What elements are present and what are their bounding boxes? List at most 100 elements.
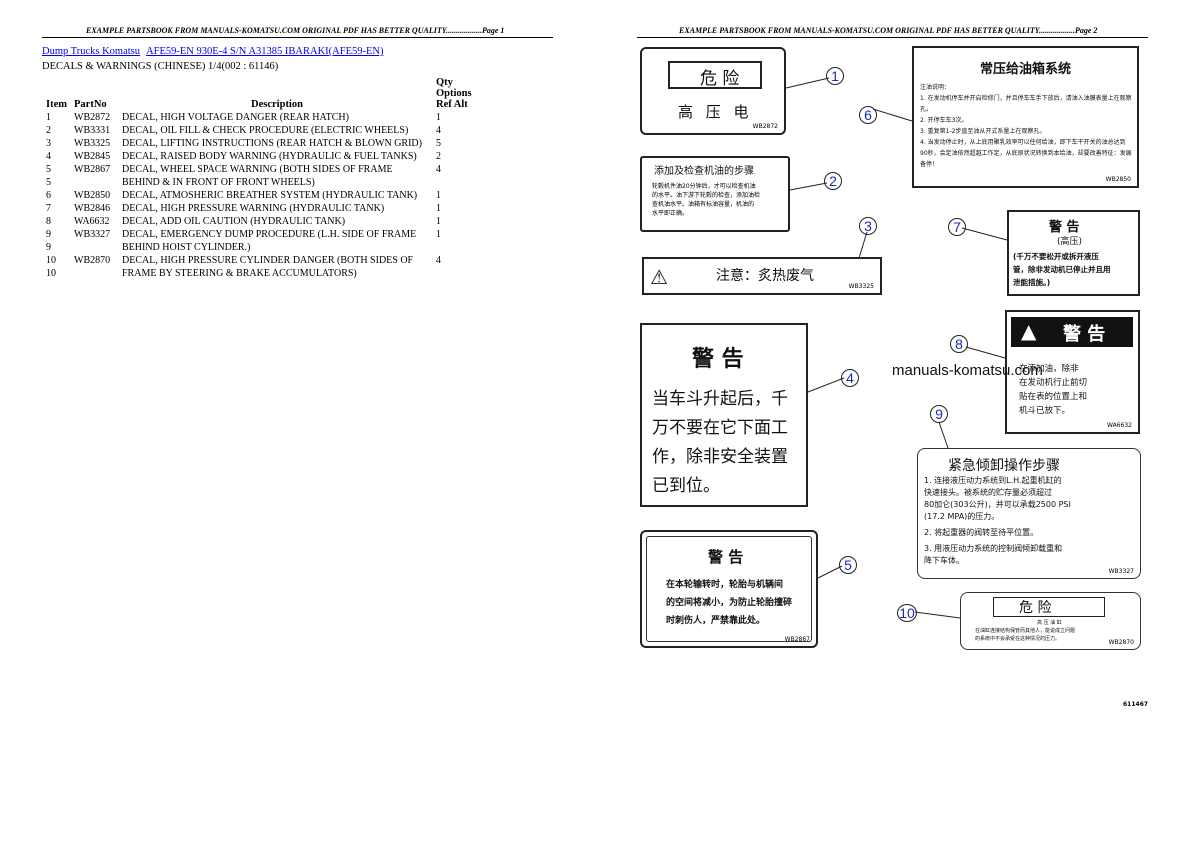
callout-9: 9 bbox=[930, 405, 948, 423]
decal-9-code: WB3327 bbox=[1108, 568, 1134, 575]
cell-item: 1 bbox=[46, 111, 51, 123]
page-header: EXAMPLE PARTSBOOK FROM MANUALS-KOMATSU.C… bbox=[679, 26, 1098, 35]
decal-7-sub: (高压) bbox=[1057, 237, 1083, 247]
callout-1: 1 bbox=[826, 67, 844, 85]
decal-5-code: WB2867 bbox=[784, 636, 810, 643]
decal-5-title: 警 告 bbox=[708, 548, 744, 566]
decal-9-emergency-dump: 紧急倾卸操作步骤 1. 连接液压动力系统到L.H.起重机缸的 快速接头。被系统的… bbox=[917, 448, 1141, 579]
table-row: 9 BEHIND HOIST CYLINDER.) bbox=[44, 241, 474, 254]
decal-6-title: 常压给油箱系统 bbox=[980, 62, 1072, 77]
cell-description: DECAL, WHEEL SPACE WARNING (BOTH SIDES O… bbox=[122, 163, 393, 175]
decal-8-code: WA6632 bbox=[1107, 422, 1132, 429]
callout-3: 3 bbox=[859, 217, 877, 235]
decal-10-code: WB2870 bbox=[1108, 639, 1134, 646]
decal-1-title: 危 险 bbox=[700, 69, 740, 89]
decal-3-code: WB3325 bbox=[848, 283, 874, 290]
cell-qty: 1 bbox=[436, 215, 441, 227]
decal-10-pressure-cylinder: 危 险 高 压 油 缸 在油缸连接结构保管而其他人，能说成立问题 的系统中不会承… bbox=[960, 592, 1141, 650]
header-qty: Qty Options Ref Alt bbox=[436, 77, 472, 110]
header-item: Item bbox=[46, 99, 67, 110]
decal-2-title: 添加及检查机油的步骤 bbox=[654, 166, 754, 177]
cell-qty: 2 bbox=[436, 150, 441, 162]
cell-partno bbox=[72, 176, 120, 189]
cell-partno: WB3327 bbox=[74, 228, 111, 240]
cell-qty bbox=[434, 241, 474, 254]
table-header-row: Item PartNo Description Qty Options Ref … bbox=[44, 76, 474, 111]
cell-qty: 4 bbox=[436, 163, 441, 175]
decal-8-title: 警 告 bbox=[1063, 324, 1106, 345]
page-1: EXAMPLE PARTSBOOK FROM MANUALS-KOMATSU.C… bbox=[42, 26, 553, 280]
cell-item: 5 bbox=[46, 176, 51, 188]
cell-item: 3 bbox=[46, 137, 51, 149]
decal-4-title: 警 告 bbox=[692, 347, 744, 372]
cell-qty: 1 bbox=[436, 189, 441, 201]
cell-partno: WB2850 bbox=[74, 189, 111, 201]
breadcrumb: Dump Trucks Komatsu AFE59-EN 930E-4 S/N … bbox=[42, 46, 387, 57]
cell-qty: 1 bbox=[436, 202, 441, 214]
cell-qty bbox=[434, 267, 474, 280]
decal-7-high-pressure: 警 告 (高压) (千万不要松开或拆开液压 管，除非发动机已停止并且用 泄能措施… bbox=[1007, 210, 1140, 296]
callout-5: 5 bbox=[839, 556, 857, 574]
decal-7-title: 警 告 bbox=[1049, 220, 1080, 235]
decal-5-wheel-space: 警 告 在本轮输转时，轮胎与机辆间 的空间将减小，为防止轮胎撞碎 时刺伤人，严禁… bbox=[640, 530, 818, 648]
cell-item: 7 bbox=[46, 202, 51, 214]
decal-6-lines: 注油说明： 1. 在发动机停车并开启检修门，并且停车车手下放后，请油入油膜表量上… bbox=[920, 84, 1132, 168]
decal-2-oil-fill: 添加及检查机油的步骤 轮毂机件油20分钟后，才可以检查机油 的水平。油下游下轮毂… bbox=[640, 156, 790, 232]
decal-9-title: 紧急倾卸操作步骤 bbox=[948, 458, 1060, 474]
page-2: EXAMPLE PARTSBOOK FROM MANUALS-KOMATSU.C… bbox=[595, 0, 1190, 842]
link-model-serial[interactable]: AFE59-EN 930E-4 S/N A31385 IBARAKI(AFE59… bbox=[146, 46, 384, 57]
link-dump-trucks-komatsu[interactable]: Dump Trucks Komatsu bbox=[42, 46, 141, 57]
page-header: EXAMPLE PARTSBOOK FROM MANUALS-KOMATSU.C… bbox=[86, 26, 505, 35]
cell-qty bbox=[434, 176, 474, 189]
callout-7: 7 bbox=[948, 218, 966, 236]
watermark: manuals-komatsu.com bbox=[892, 362, 1043, 379]
decal-3-text: 注意：炙热废气 bbox=[716, 268, 814, 284]
header-description: Description bbox=[251, 99, 303, 110]
cell-partno: WB2872 bbox=[74, 111, 111, 123]
callout-4: 4 bbox=[841, 369, 859, 387]
cell-item: 10 bbox=[46, 254, 56, 266]
decal-8-lines: 在添加油，除非 在发动机行止前切 贴在表的位置上和 机斗已放下。 bbox=[1019, 364, 1088, 416]
callout-8: 8 bbox=[950, 335, 968, 353]
callout-6: 6 bbox=[859, 106, 877, 124]
decal-5-lines: 在本轮输转时，轮胎与机辆间 的空间将减小，为防止轮胎撞碎 时刺伤人，严禁靠此处。 bbox=[666, 580, 793, 626]
cell-item: 8 bbox=[46, 215, 51, 227]
cell-item: 9 bbox=[46, 228, 51, 240]
cell-description: DECAL, LIFTING INSTRUCTIONS (REAR HATCH … bbox=[122, 137, 422, 149]
cell-partno: WB3325 bbox=[74, 137, 111, 149]
cell-qty: 4 bbox=[436, 124, 441, 136]
table-row: 3 WB3325 DECAL, LIFTING INSTRUCTIONS (REAR… bbox=[44, 137, 474, 150]
header-partno: PartNo bbox=[74, 99, 107, 110]
cell-description: DECAL, HIGH PRESSURE CYLINDER DANGER (BO… bbox=[122, 254, 414, 266]
decal-10-lines: 在油缸连接结构保管而其他人，能说成立问题 的系统中不会承受在这种情况的压力。 bbox=[975, 628, 1076, 642]
cell-qty: 1 bbox=[436, 111, 441, 123]
cell-description: FRAME BY STEERING & BRAKE ACCUMULATORS) bbox=[122, 267, 357, 279]
cell-partno: WB2846 bbox=[74, 202, 111, 214]
decal-6-breather-system: 常压给油箱系统 注油说明： 1. 在发动机停车并开启检修门，并且停车车手下放后，… bbox=[912, 46, 1139, 188]
figure-id: 611467 bbox=[1123, 701, 1149, 708]
cell-item: 9 bbox=[46, 241, 51, 253]
decal-7-lines: (千万不要松开或拆开液压 管，除非发动机已停止并且用 泄能措施。) bbox=[1013, 252, 1111, 287]
decal-6-code: WB2850 bbox=[1105, 176, 1131, 183]
cell-qty: 4 bbox=[436, 254, 441, 266]
cell-description: DECAL, ATMOSHERIC BREATHER SYSTEM (HYDRA… bbox=[122, 189, 418, 201]
decal-1-high-voltage: 危 险 高 压 电 WB2872 bbox=[640, 47, 786, 135]
page-subtitle: DECALS & WARNINGS (CHINESE) 1/4(002 : 61… bbox=[42, 61, 279, 72]
cell-description: DECAL, HIGH PRESSURE WARNING (HYDRAULIC … bbox=[122, 202, 385, 214]
cell-description: DECAL, OIL FILL & CHECK PROCEDURE (ELECT… bbox=[122, 124, 409, 136]
cell-qty: 5 bbox=[436, 137, 441, 149]
decal-1-body: 高 压 电 bbox=[678, 103, 753, 121]
cell-partno: WB3331 bbox=[74, 124, 111, 136]
cell-partno bbox=[72, 267, 120, 280]
decal-3-hot-exhaust: ⚠ 注意：炙热废气 WB3325 bbox=[642, 257, 882, 295]
cell-description: BEHIND HOIST CYLINDER.) bbox=[122, 241, 251, 253]
decal-10-title: 危 险 bbox=[1019, 600, 1052, 616]
